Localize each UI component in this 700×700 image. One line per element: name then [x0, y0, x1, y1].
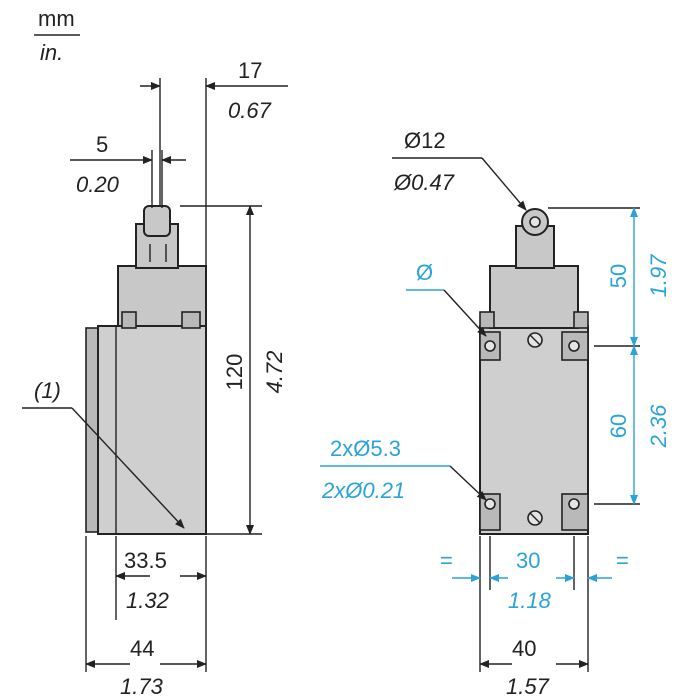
- hole-bottom-right: [568, 498, 580, 510]
- dim-17-mm: 17: [238, 58, 262, 83]
- dim-17-in: 0.67: [228, 98, 272, 123]
- dim-60-mm: 60: [606, 414, 631, 438]
- dim-44-in: 1.73: [120, 674, 164, 699]
- dim-5-mm: 5: [96, 132, 108, 157]
- dim-50-in: 1.97: [646, 254, 671, 298]
- unit-mm: mm: [38, 6, 75, 31]
- dim-44-mm: 44: [130, 636, 154, 661]
- dim-120-in: 4.72: [262, 351, 287, 394]
- equal-left: =: [440, 548, 453, 573]
- note-1-label: (1): [34, 378, 61, 403]
- side-view: 17 0.67 5 0.20 120 4.72 (1) 33.5 1.32 44: [22, 58, 288, 699]
- side-roller: [143, 205, 171, 237]
- dim-40-in: 1.57: [506, 674, 550, 699]
- dim-hole-dia: Ø: [416, 260, 433, 285]
- hole-bottom-left: [484, 498, 496, 510]
- side-body: [97, 325, 207, 535]
- hole-top-right: [568, 340, 580, 352]
- unit-in: in.: [40, 40, 63, 65]
- hole-top-left: [484, 340, 496, 352]
- side-plunger: [135, 223, 179, 269]
- dim-33-5-in: 1.32: [126, 588, 169, 613]
- dim-30-in: 1.18: [508, 588, 552, 613]
- dim-120-mm: 120: [222, 354, 247, 391]
- units-legend: mm in.: [34, 6, 80, 65]
- dim-60-in: 2.36: [646, 404, 671, 449]
- dim-33-5-mm: 33.5: [124, 548, 167, 573]
- equal-right: =: [616, 548, 629, 573]
- dim-dia-12-mm: Ø12: [404, 128, 446, 153]
- dim-dia-12-in: Ø0.47: [393, 170, 455, 195]
- dim-5-in: 0.20: [76, 172, 120, 197]
- dim-mount-holes-in: 2xØ0.21: [321, 478, 405, 503]
- dim-50-mm: 50: [606, 264, 631, 288]
- dim-mount-holes-mm: 2xØ5.3: [330, 436, 401, 461]
- dim-40-mm: 40: [512, 636, 536, 661]
- front-head: [489, 265, 579, 329]
- front-view: Ø12 Ø0.47 Ø 50 1.97 60 2.36 2xØ5.3 2xØ0.…: [320, 128, 671, 699]
- dim-30-mm: 30: [516, 548, 540, 573]
